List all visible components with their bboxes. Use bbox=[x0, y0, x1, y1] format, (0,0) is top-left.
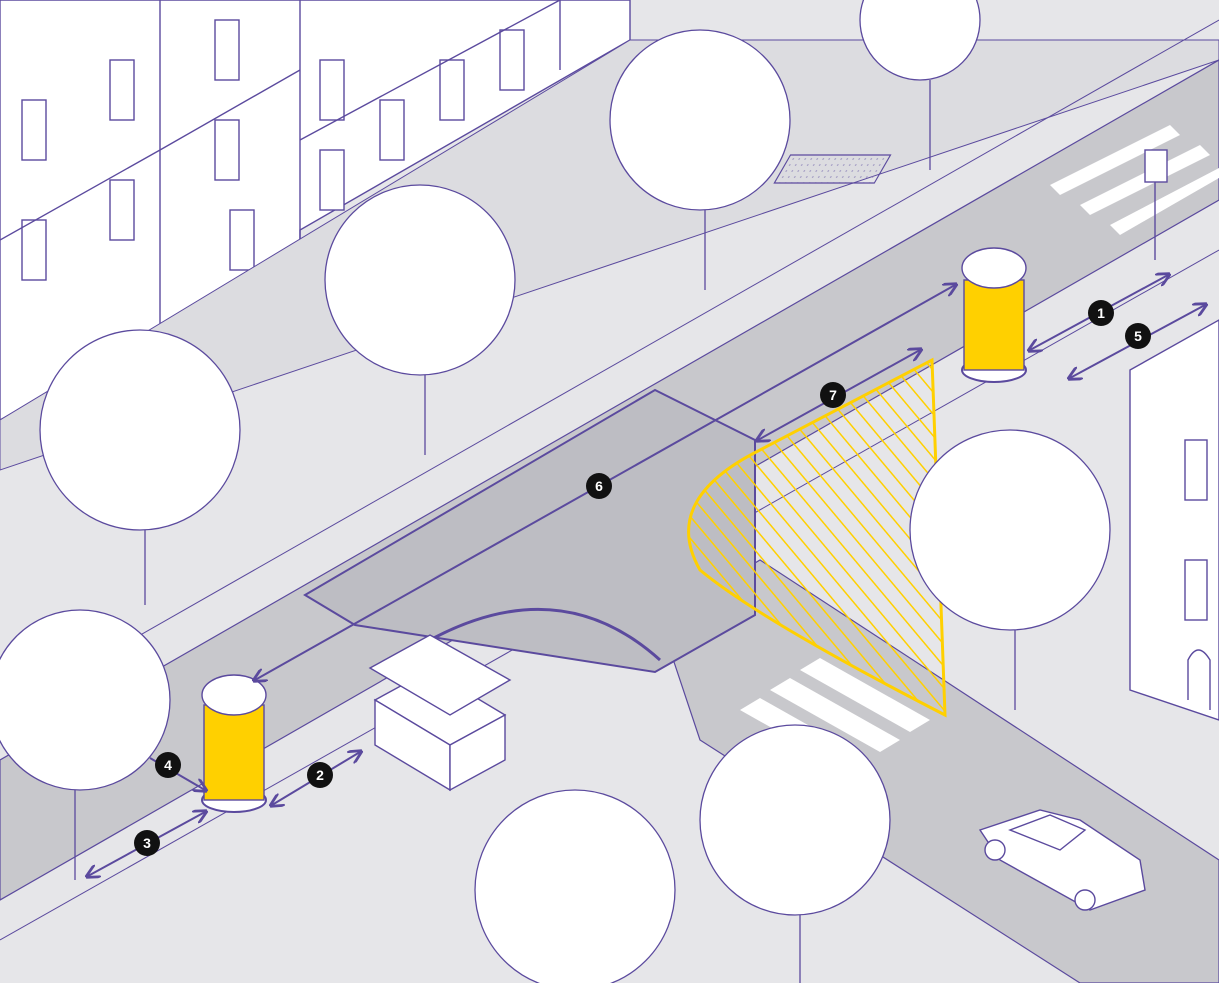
marker-1: 1 bbox=[1088, 300, 1114, 326]
tree-icon bbox=[475, 790, 675, 983]
marker-2: 2 bbox=[307, 762, 333, 788]
building-right bbox=[1130, 320, 1219, 720]
marker-3: 3 bbox=[134, 830, 160, 856]
marker-4: 4 bbox=[155, 752, 181, 778]
svg-text:7: 7 bbox=[829, 387, 837, 403]
advertising-column-icon bbox=[202, 675, 266, 812]
marker-6: 6 bbox=[586, 473, 612, 499]
svg-text:3: 3 bbox=[143, 835, 151, 851]
svg-text:2: 2 bbox=[316, 767, 324, 783]
marker-5: 5 bbox=[1125, 323, 1151, 349]
svg-text:5: 5 bbox=[1134, 328, 1142, 344]
svg-text:4: 4 bbox=[164, 757, 172, 773]
advertising-column-icon bbox=[962, 248, 1026, 382]
marker-7: 7 bbox=[820, 382, 846, 408]
svg-text:1: 1 bbox=[1097, 305, 1105, 321]
svg-text:6: 6 bbox=[595, 478, 603, 494]
